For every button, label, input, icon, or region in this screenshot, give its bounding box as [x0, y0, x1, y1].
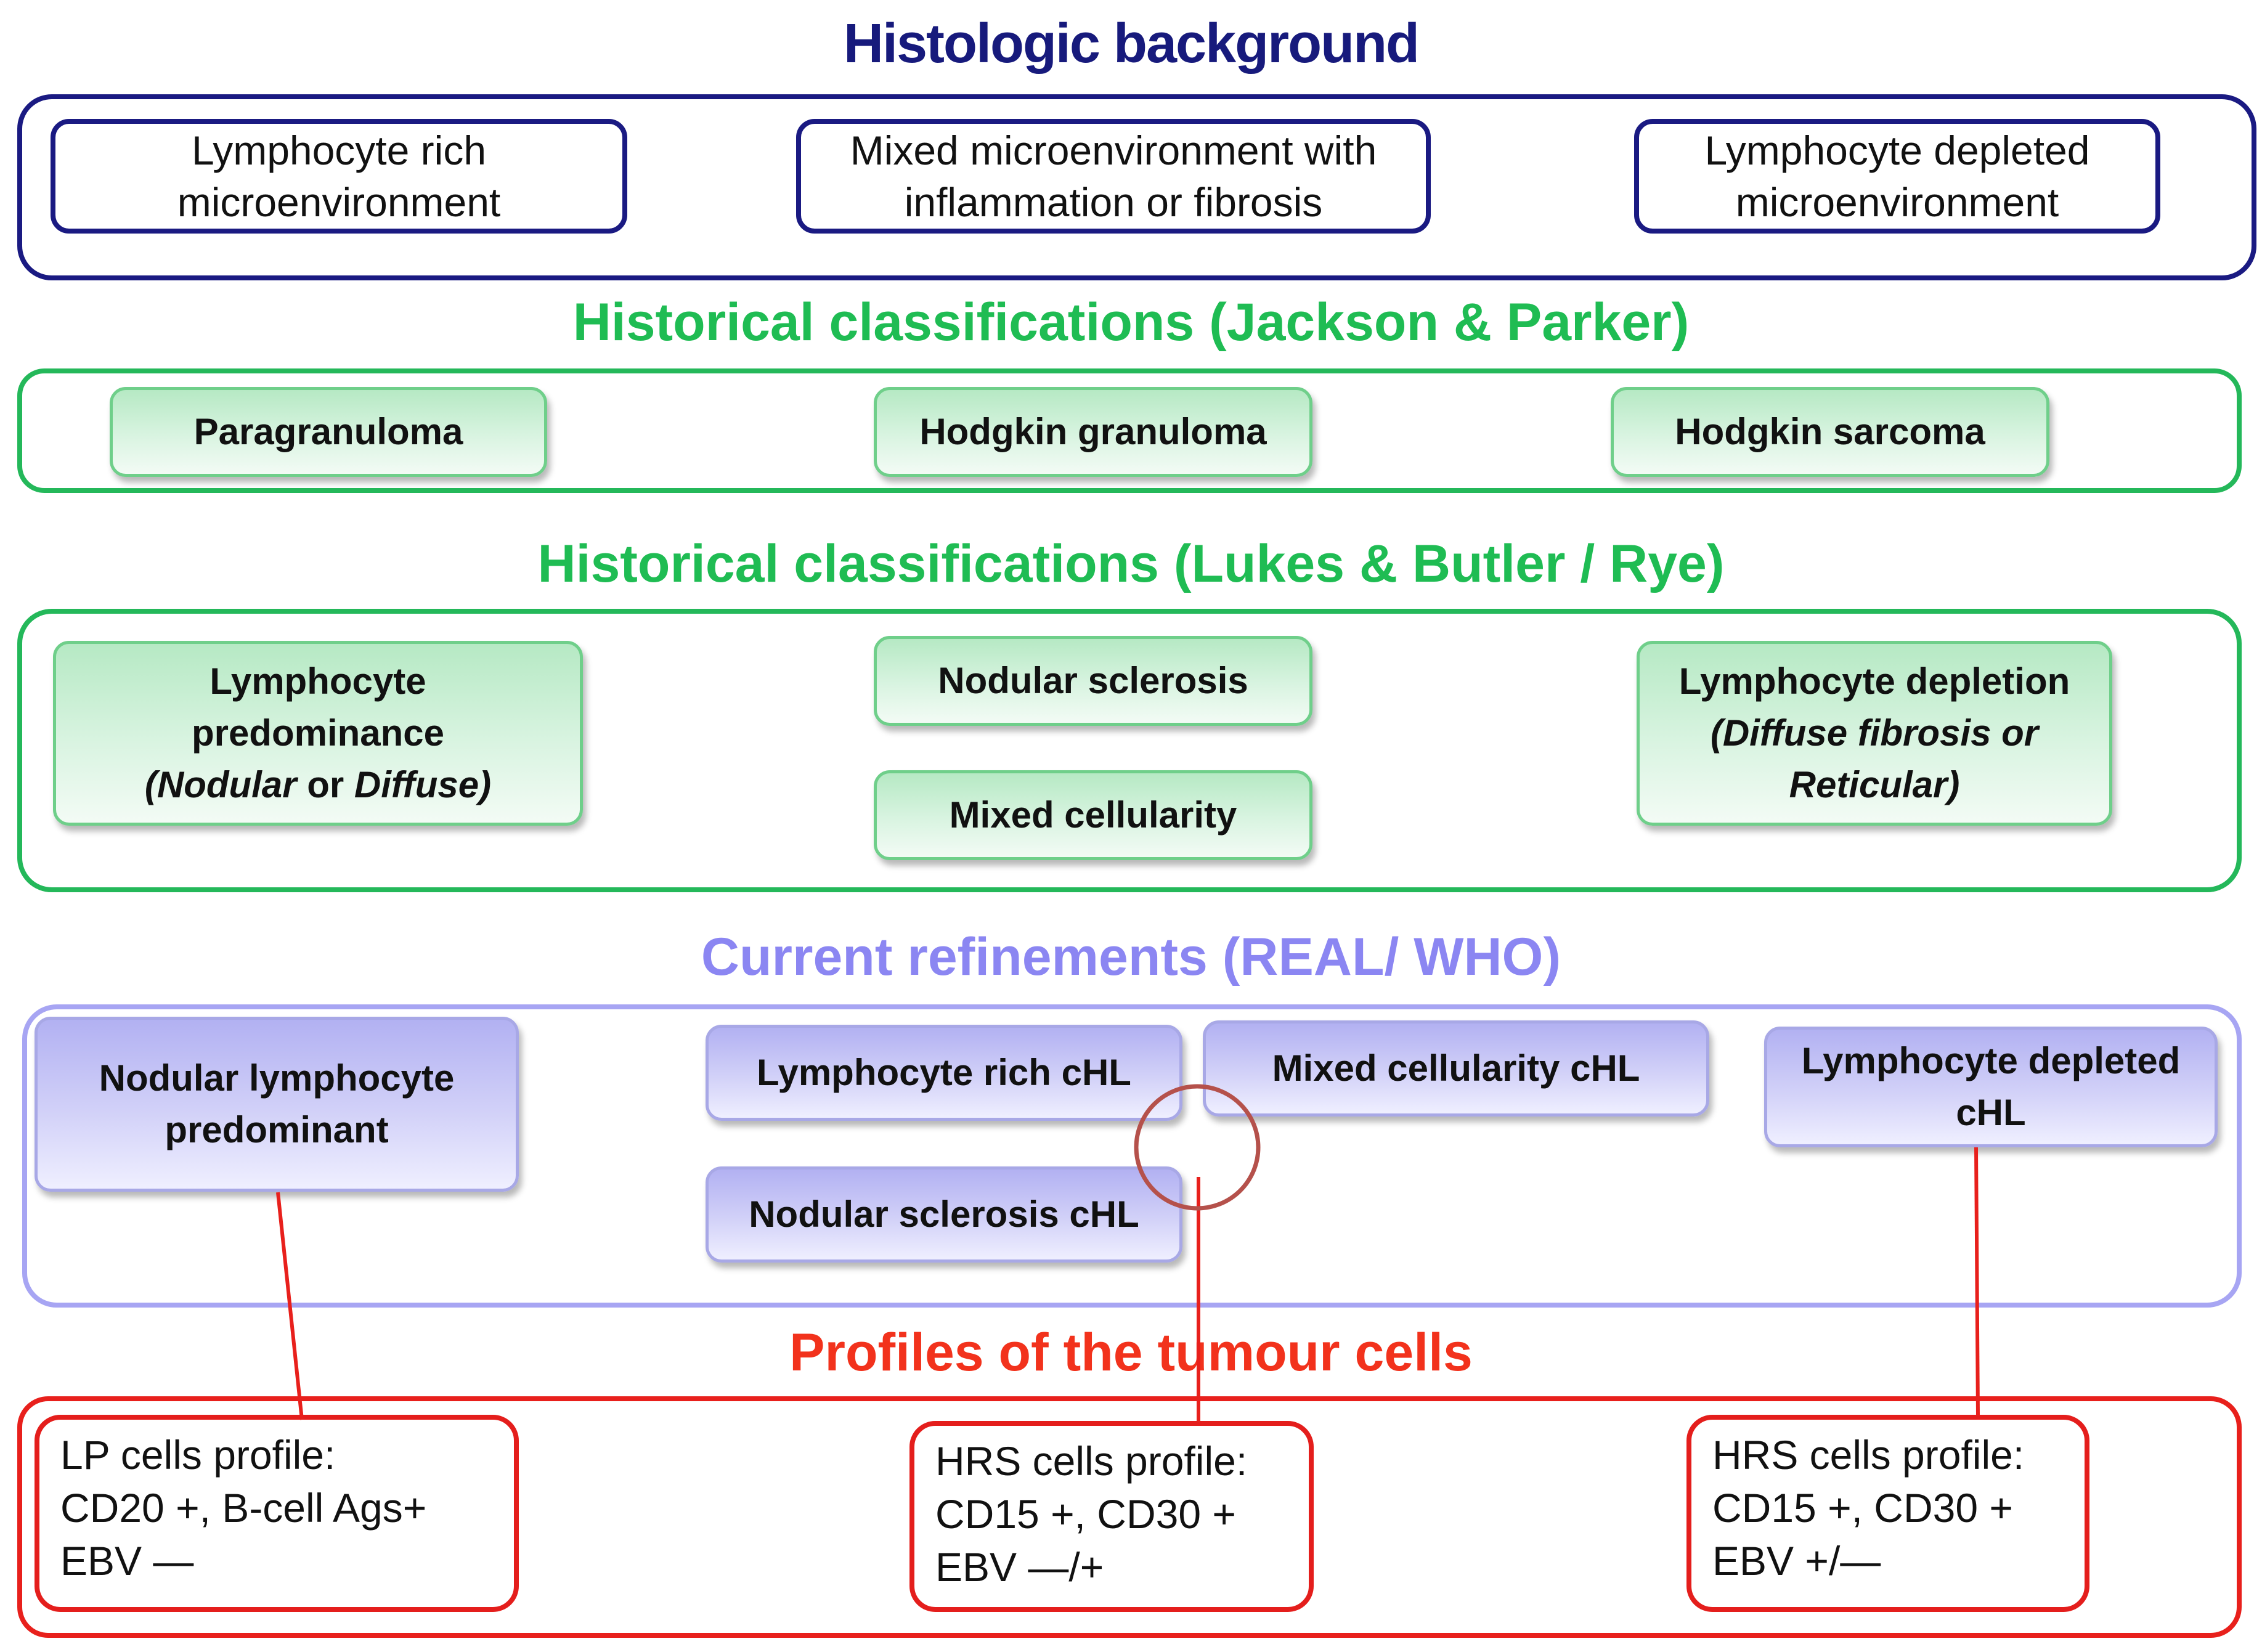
lymphocyte-rich-chl-box: Lymphocyte rich cHL [706, 1025, 1182, 1121]
nodular-sclerosis-box: Nodular sclerosis [874, 636, 1312, 726]
mixed-cellularity-chl-box: Mixed cellularity cHL [1203, 1020, 1709, 1117]
diffuse-label: Diffuse [354, 764, 479, 805]
box-line: Lymphocyte depleted [1704, 128, 2090, 173]
or-label: or [307, 764, 344, 805]
subtype-line: (Nodular or Diffuse) [145, 759, 491, 811]
mixed-microenvironment-box: Mixed microenvironment with inflammation… [796, 119, 1431, 234]
lymphocyte-depleted-microenvironment-box: Lymphocyte depleted microenvironment [1634, 119, 2160, 234]
current-refinements-title: Current refinements (REAL/ WHO) [701, 927, 1561, 987]
nodular-sclerosis-chl-box: Nodular sclerosis cHL [706, 1166, 1182, 1263]
jackson-parker-title: Historical classifications (Jackson & Pa… [572, 293, 1690, 352]
hodgkin-sarcoma-box: Hodgkin sarcoma [1611, 387, 2049, 477]
profile-line: LP cells profile: [60, 1432, 336, 1478]
mixed-cellularity-box: Mixed cellularity [874, 770, 1312, 860]
box-line: cHL [1956, 1092, 2026, 1133]
box-label: Mixed cellularity cHL [1272, 1048, 1640, 1089]
open-paren: ( [144, 764, 157, 805]
tumour-cell-profiles-title: Profiles of the tumour cells [789, 1323, 1473, 1382]
box-line: Lymphocyte [210, 661, 426, 702]
box-line: Lymphocyte rich [191, 128, 487, 173]
box-label: Hodgkin sarcoma [1675, 411, 1985, 452]
box-line: Mixed microenvironment with [850, 128, 1377, 173]
lymphocyte-predominance-box: Lymphocyte predominance (Nodular or Diff… [53, 641, 583, 826]
box-label: Mixed cellularity [949, 794, 1237, 836]
box-label: Lymphocyte rich cHL [757, 1052, 1131, 1093]
profile-line: CD15 +, CD30 + [935, 1491, 1236, 1537]
hrs-cells-profile-box-right: HRS cells profile: CD15 +, CD30 + EBV +/… [1686, 1415, 2089, 1612]
box-line: Lymphocyte depletion [1678, 661, 2070, 702]
profile-line: HRS cells profile: [1712, 1432, 2025, 1478]
box-line: predominance [191, 712, 445, 754]
profile-line: EBV —/+ [935, 1544, 1104, 1590]
lymphocyte-depletion-box: Lymphocyte depletion (Diffuse fibrosis o… [1637, 641, 2112, 826]
box-label: Paragranuloma [193, 411, 463, 452]
profile-line: CD15 +, CD30 + [1712, 1485, 2013, 1531]
hrs-cells-profile-box-middle: HRS cells profile: CD15 +, CD30 + EBV —/… [909, 1421, 1314, 1612]
box-line: (Diffuse fibrosis or [1710, 712, 2039, 754]
lymphocyte-depleted-chl-box: Lymphocyte depleted cHL [1764, 1027, 2218, 1147]
profile-line: CD20 +, B-cell Ags+ [60, 1485, 427, 1531]
box-label: Nodular sclerosis [938, 660, 1248, 701]
box-line: Nodular lymphocyte [99, 1057, 455, 1099]
box-label: Nodular sclerosis cHL [749, 1194, 1139, 1235]
histologic-background-title: Histologic background [843, 13, 1420, 75]
box-line: inflammation or fibrosis [904, 179, 1323, 225]
box-line: Reticular) [1789, 764, 1960, 805]
profile-line: HRS cells profile: [935, 1438, 1248, 1484]
box-line: microenvironment [1735, 179, 2059, 225]
paragranuloma-box: Paragranuloma [110, 387, 547, 477]
lp-cells-profile-box: LP cells profile: CD20 +, B-cell Ags+ EB… [35, 1415, 519, 1612]
box-line: Lymphocyte depleted [1801, 1040, 2181, 1081]
box-line: predominant [165, 1109, 389, 1150]
nodular-lymphocyte-predominant-box: Nodular lymphocyte predominant [35, 1017, 519, 1192]
hodgkin-granuloma-box: Hodgkin granuloma [874, 387, 1312, 477]
close-paren: ) [479, 764, 492, 805]
lukes-butler-title: Historical classifications (Lukes & Butl… [537, 534, 1725, 593]
box-line: microenvironment [177, 179, 501, 225]
box-label: Hodgkin granuloma [919, 411, 1267, 452]
nodular-label: Nodular [157, 764, 297, 805]
lymphocyte-rich-microenvironment-box: Lymphocyte rich microenvironment [51, 119, 627, 234]
profile-line: EBV — [60, 1538, 194, 1584]
profile-line: EBV +/— [1712, 1538, 1881, 1584]
